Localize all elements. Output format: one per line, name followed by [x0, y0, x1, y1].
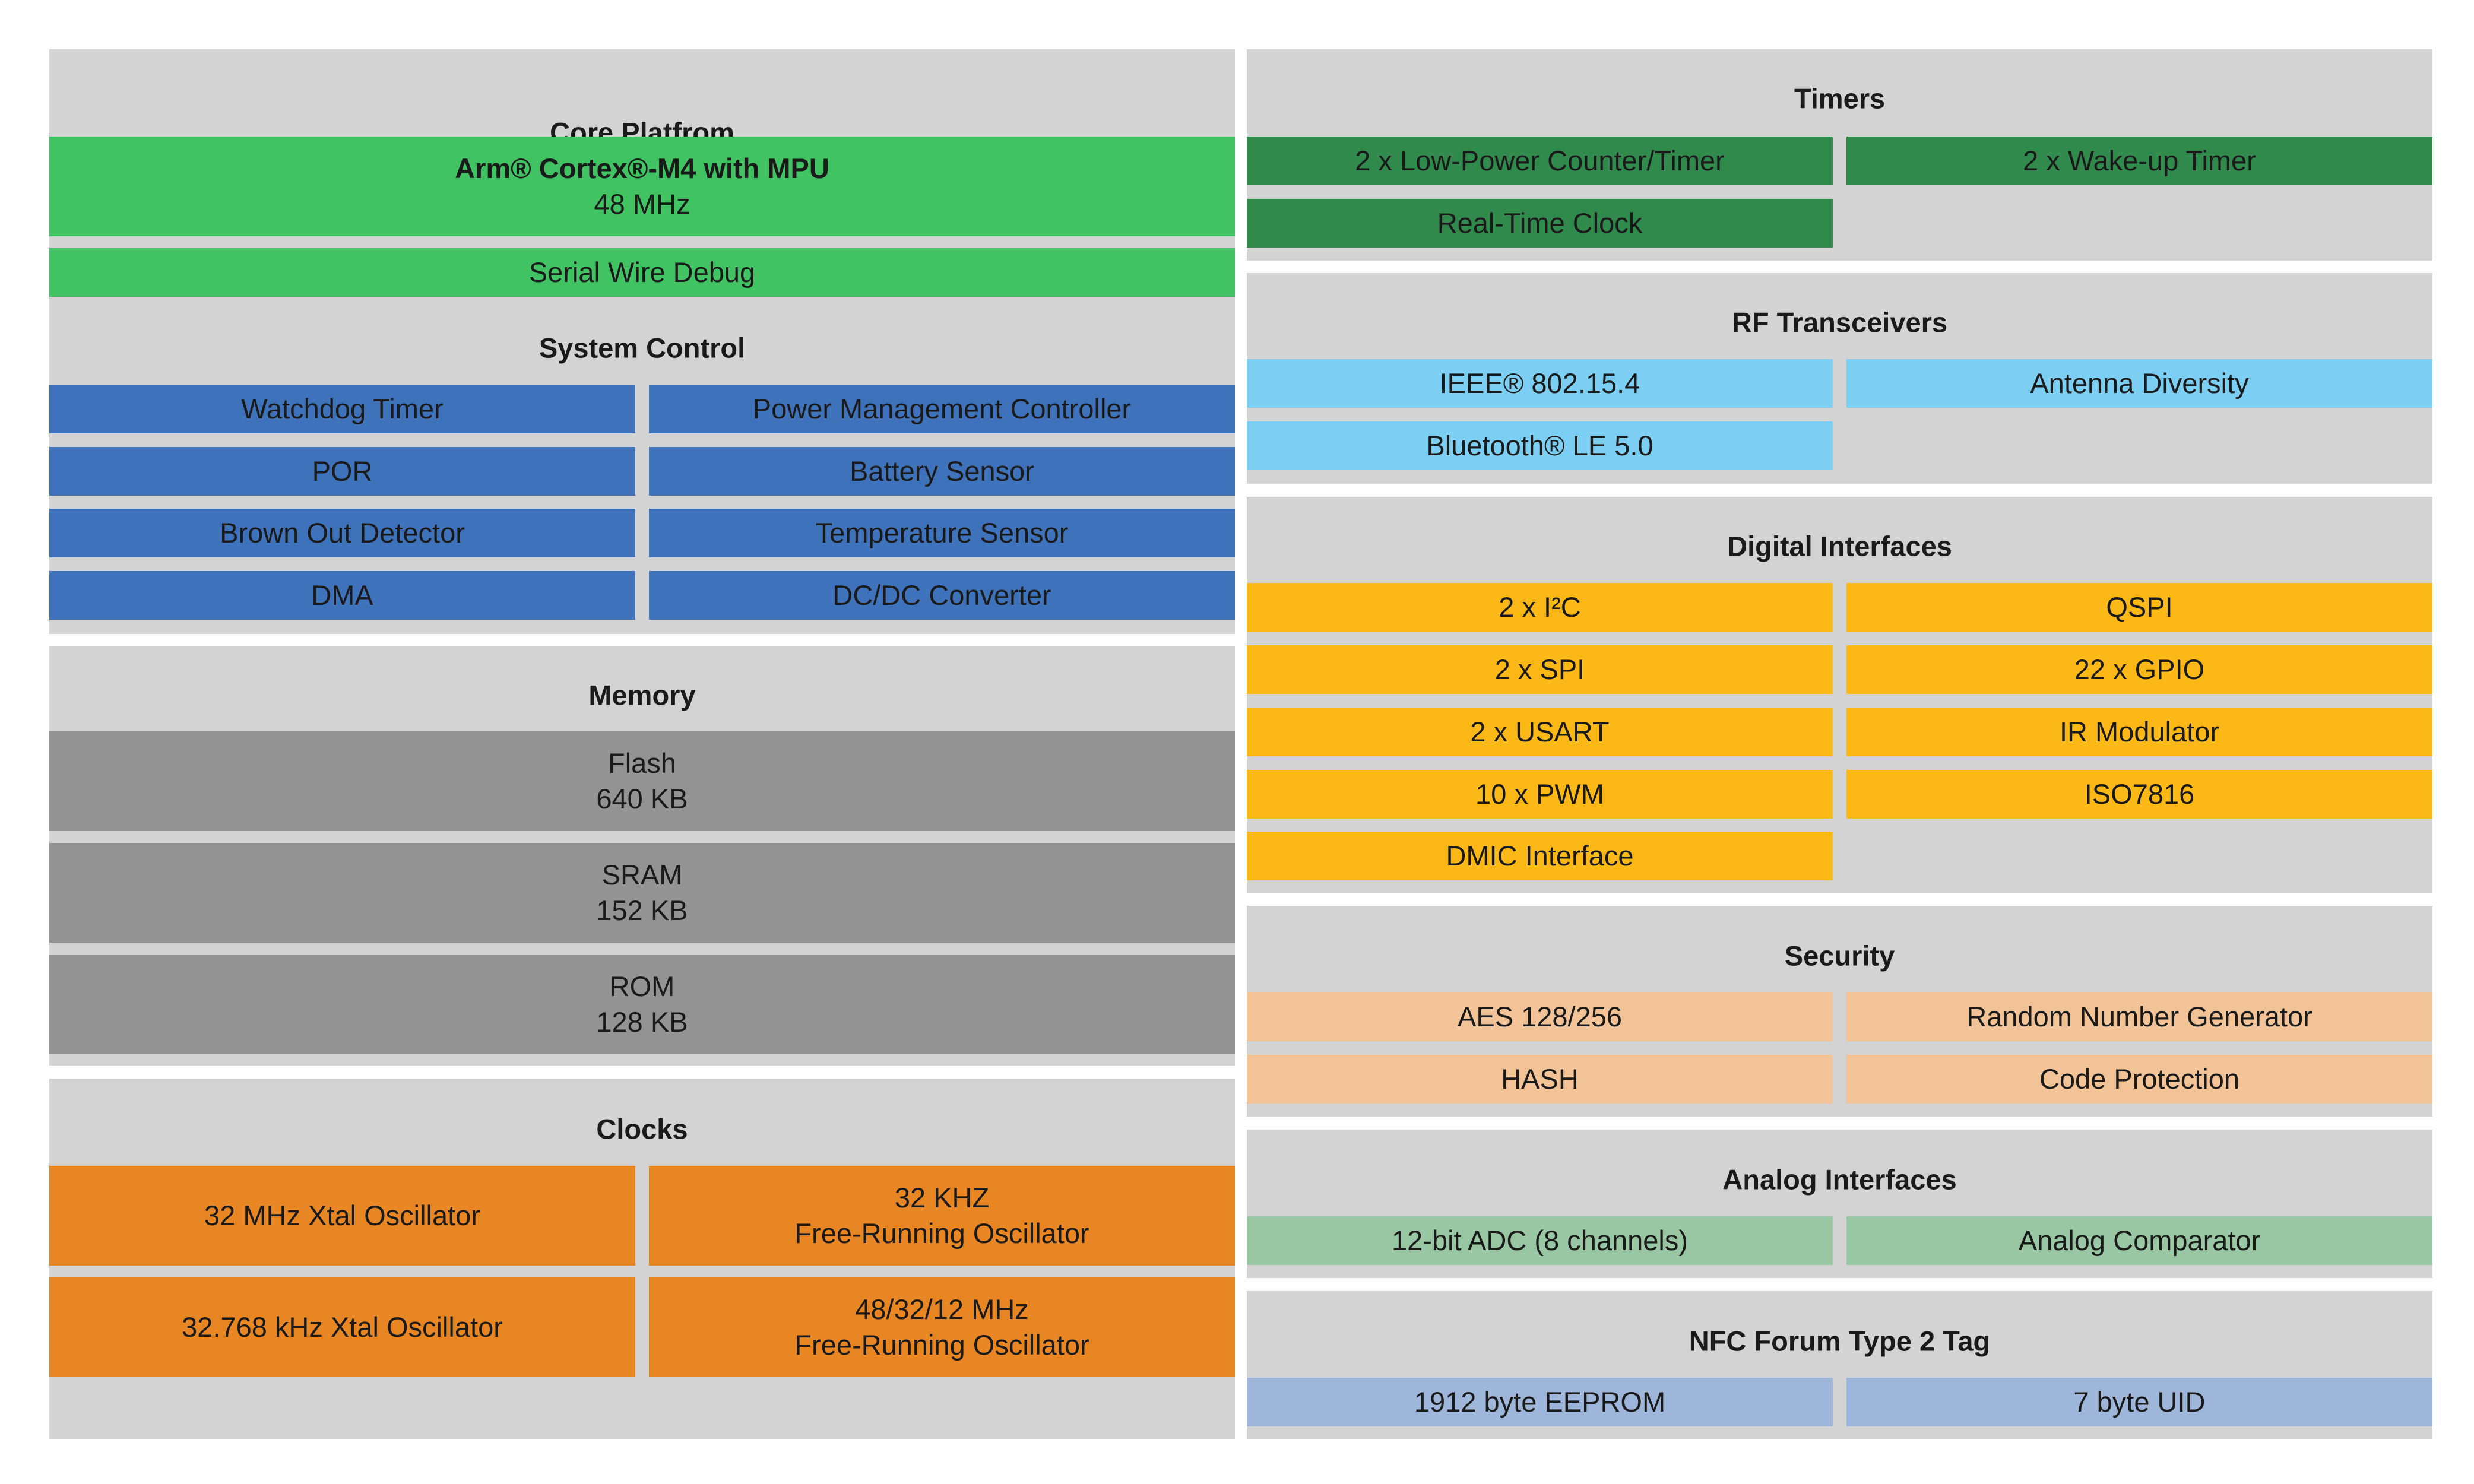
timers-title: Timers [1794, 83, 1886, 115]
digital-item: IR Modulator [1846, 708, 2432, 756]
clock-item-label: 32 MHz Xtal Oscillator [204, 1200, 480, 1231]
memory-item-name: ROM [609, 971, 675, 1002]
digital-item: 2 x SPI [1247, 645, 1833, 694]
rf-transceivers-title: RF Transceivers [1731, 306, 1948, 338]
timer-item: 2 x Low-Power Counter/Timer [1247, 137, 1833, 185]
memory-item-size: 640 KB [596, 783, 688, 814]
digital-item: DMIC Interface [1247, 832, 1833, 880]
system-control-item: Watchdog Timer [49, 385, 635, 433]
core-platform-panel: Core Platfrom Arm® Cortex®-M4 with MPU 4… [49, 49, 1235, 634]
nfc-title: NFC Forum Type 2 Tag [1689, 1325, 1991, 1357]
clocks-panel: Clocks 32 MHz Xtal Oscillator 32 KHZ Fre… [49, 1079, 1235, 1439]
digital-interfaces-panel: Digital Interfaces 2 x I²C QSPI 2 x SPI … [1247, 497, 2432, 893]
rf-item: Antenna Diversity [1846, 359, 2432, 408]
security-title: Security [1784, 940, 1895, 972]
clock-item: 48/32/12 MHz Free-Running Oscillator [649, 1277, 1235, 1377]
analog-interfaces-panel: Analog Interfaces 12-bit ADC (8 channels… [1247, 1130, 2432, 1278]
system-control-item: DMA [49, 571, 635, 620]
security-item: Random Number Generator [1846, 992, 2432, 1041]
rf-item: IEEE® 802.15.4 [1247, 359, 1833, 408]
timer-item: Real-Time Clock [1247, 199, 1833, 248]
cpu-block: Arm® Cortex®-M4 with MPU 48 MHz [49, 137, 1235, 236]
memory-item-size: 128 KB [596, 1006, 688, 1038]
clock-item: 32 KHZ Free-Running Oscillator [649, 1166, 1235, 1266]
cpu-name: Arm® Cortex®-M4 with MPU [455, 153, 829, 184]
memory-item-name: SRAM [601, 859, 683, 890]
i2c-item: 2 x I²C [1247, 583, 1833, 632]
timer-item: 2 x Wake-up Timer [1846, 137, 2432, 185]
serial-wire-debug-block: Serial Wire Debug [49, 248, 1235, 297]
analog-item: 12-bit ADC (8 channels) [1247, 1216, 1833, 1265]
clock-item: 32.768 kHz Xtal Oscillator [49, 1277, 635, 1377]
cpu-frequency: 48 MHz [594, 188, 690, 220]
memory-rom-block: ROM 128 KB [49, 955, 1235, 1054]
system-control-item: POR [49, 447, 635, 496]
memory-panel: Memory Flash 640 KB SRAM 152 KB ROM 128 … [49, 646, 1235, 1066]
system-control-item: Brown Out Detector [49, 509, 635, 557]
i2c-label: 2 x I²C [1499, 591, 1581, 623]
security-panel: Security AES 128/256 Random Number Gener… [1247, 906, 2432, 1117]
memory-item-size: 152 KB [596, 895, 688, 926]
digital-item: ISO7816 [1846, 770, 2432, 819]
nfc-item: 1912 byte EEPROM [1247, 1378, 1833, 1426]
digital-interfaces-title: Digital Interfaces [1727, 530, 1952, 562]
analog-item: Analog Comparator [1846, 1216, 2432, 1265]
digital-item: 22 x GPIO [1846, 645, 2432, 694]
system-control-item: DC/DC Converter [649, 571, 1235, 620]
memory-flash-block: Flash 640 KB [49, 731, 1235, 831]
analog-interfaces-title: Analog Interfaces [1722, 1163, 1957, 1196]
system-control-item: Battery Sensor [649, 447, 1235, 496]
memory-title: Memory [588, 679, 696, 711]
clocks-title: Clocks [596, 1113, 688, 1145]
memory-sram-block: SRAM 152 KB [49, 843, 1235, 943]
system-control-item: Temperature Sensor [649, 509, 1235, 557]
security-item: HASH [1247, 1055, 1833, 1104]
digital-item: QSPI [1846, 583, 2432, 632]
digital-item: 2 x USART [1247, 708, 1833, 756]
clock-item: 32 MHz Xtal Oscillator [49, 1166, 635, 1266]
clock-item-label: 32 KHZ [894, 1182, 990, 1213]
clock-item-label: 48/32/12 MHz [855, 1293, 1029, 1325]
clock-item-sublabel: Free-Running Oscillator [794, 1329, 1089, 1361]
security-item: Code Protection [1846, 1055, 2432, 1104]
clock-item-sublabel: Free-Running Oscillator [794, 1217, 1089, 1249]
clock-item-label: 32.768 kHz Xtal Oscillator [182, 1311, 503, 1343]
security-item: AES 128/256 [1247, 992, 1833, 1041]
memory-item-name: Flash [608, 747, 676, 779]
system-control-title: System Control [538, 332, 746, 364]
system-control-item: Power Management Controller [649, 385, 1235, 433]
nfc-panel: NFC Forum Type 2 Tag 1912 byte EEPROM 7 … [1247, 1291, 2432, 1439]
rf-transceivers-panel: RF Transceivers IEEE® 802.15.4 Antenna D… [1247, 273, 2432, 484]
rf-item: Bluetooth® LE 5.0 [1247, 421, 1833, 470]
nfc-item: 7 byte UID [1846, 1378, 2432, 1426]
digital-item: 10 x PWM [1247, 770, 1833, 819]
timers-panel: Timers 2 x Low-Power Counter/Timer 2 x W… [1247, 49, 2432, 261]
